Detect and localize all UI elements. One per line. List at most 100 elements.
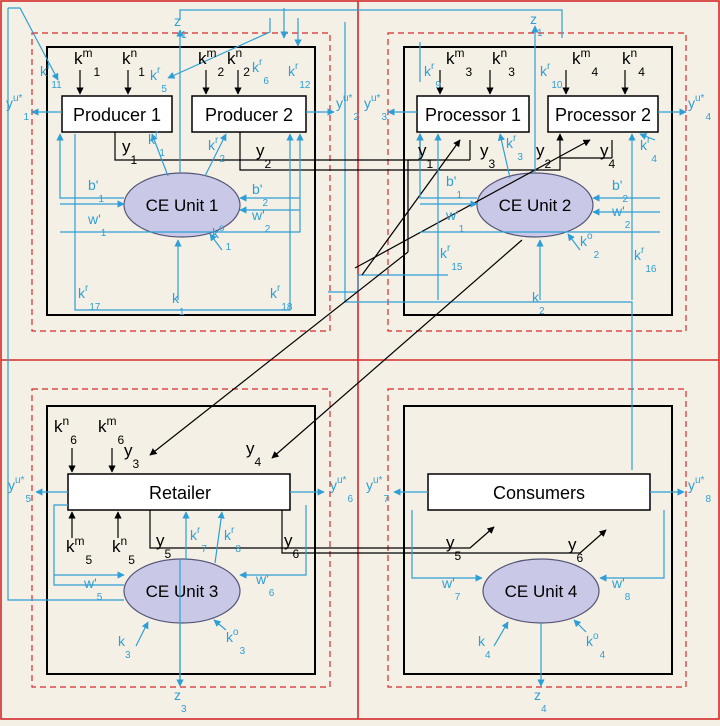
system-boundary-br <box>403 405 673 675</box>
flow-kr11 <box>8 7 59 81</box>
label-tr-b2: b'2 <box>612 177 628 205</box>
label-tr-kr4: kr4 <box>640 135 657 165</box>
label-tl-kr18: kr18 <box>270 283 293 313</box>
label-br-z4: z4 <box>534 687 547 715</box>
label-tr-kn3: kn3 <box>492 46 515 79</box>
label-tl-b1: b'1 <box>88 177 104 205</box>
label-br-yu8: yu*8 <box>688 475 711 505</box>
consumers-label: Consumers <box>493 483 585 503</box>
flow-kr5 <box>167 18 271 79</box>
label-tr-y1: y1 <box>418 141 434 171</box>
label-tl-kr2: kr2 <box>208 135 225 165</box>
label-tl-b2: b'2 <box>252 181 268 209</box>
label-tl-kr17: kr17 <box>78 283 101 313</box>
label-tl-km1: km1 <box>74 46 101 79</box>
label-tr-kr16: kr16 <box>634 245 657 275</box>
producer-2-label: Producer 2 <box>205 105 293 125</box>
label-tr-w2: w'2 <box>611 203 631 231</box>
processor-1-box[interactable] <box>416 95 530 133</box>
processor-2-box[interactable] <box>547 95 659 133</box>
label-br-y6: y6 <box>568 535 584 565</box>
label-tr-yu4: yu*4 <box>688 93 711 123</box>
label-tl-kr12: kr12 <box>288 61 311 91</box>
label-bl-ko3: ko3 <box>226 627 246 657</box>
tr-blue-arrows <box>387 25 687 300</box>
dashed-boundaries <box>31 32 687 688</box>
label-bl-km6: km6 <box>98 414 125 447</box>
label-bl-y6: y6 <box>284 531 300 561</box>
label-br-w7: w'7 <box>441 575 461 603</box>
producer-2-box[interactable] <box>191 95 307 133</box>
system-boundary-tl <box>46 46 316 316</box>
dashed-boundary-tl <box>31 32 331 332</box>
label-br-yu7: yu*7 <box>366 475 389 505</box>
system-boundaries <box>46 46 673 675</box>
ce-unit-2-label: CE Unit 2 <box>499 196 572 215</box>
label-tr-km3: km3 <box>446 46 473 79</box>
label-tl-kn1: kn1 <box>122 46 145 79</box>
label-tr-kn4: kn4 <box>622 46 645 79</box>
label-br-k4: k4 <box>478 633 491 661</box>
ce-unit-1-label: CE Unit 1 <box>146 196 219 215</box>
label-tl-yu2: yu*2 <box>336 93 359 123</box>
flow-consumers-to-top <box>344 22 633 470</box>
dashed-boundary-tr <box>387 32 687 332</box>
label-tl-kr11: kr11 <box>40 61 62 91</box>
label-bl-kr7: kr7 <box>190 525 207 555</box>
label-bl-z3: z3 <box>174 687 187 715</box>
label-bl-y4: y4 <box>246 439 262 469</box>
flow-z1-top <box>179 9 563 38</box>
label-bl-yu6: yu*6 <box>330 475 353 505</box>
label-bl-kn6: kn6 <box>54 414 77 447</box>
label-tr-ko2: ko2 <box>580 231 600 261</box>
label-bl-kr8: kr8 <box>224 525 241 555</box>
label-tl-w1: w'1 <box>87 211 107 239</box>
label-tl-k1: k1 <box>172 290 185 318</box>
bl-black-arrows <box>68 448 607 554</box>
label-tr-kr3: kr3 <box>506 133 523 163</box>
label-tl-kr6: kr6 <box>252 57 269 87</box>
label-tr-y2: y2 <box>536 141 552 171</box>
label-tr-km4: km4 <box>572 46 599 79</box>
tr-black-arrows <box>149 70 629 456</box>
label-tl-kr1: kr1 <box>148 129 165 159</box>
label-tl-y2: y2 <box>256 141 272 171</box>
label-bl-w5: w'5 <box>83 575 103 603</box>
label-tl-ko1: ko1 <box>212 223 232 253</box>
label-bl-y5: y5 <box>156 531 172 561</box>
label-tl-kn2: kn2 <box>227 46 250 79</box>
label-tl-kr5: kr5 <box>150 65 167 95</box>
flow-ce3-to-producers <box>7 8 124 601</box>
label-tr-b1: b'1 <box>446 173 462 201</box>
label-tl-y1: y1 <box>122 137 138 167</box>
ce-unit-3-label: CE Unit 3 <box>146 582 219 601</box>
dashed-boundary-br <box>387 388 687 688</box>
quadrant-processors: Processor 1 Processor 2 CE Unit 2 <box>149 25 687 459</box>
dashed-boundary-bl <box>31 388 331 688</box>
tl-black-arrows <box>76 70 525 171</box>
label-br-ko4: ko4 <box>586 631 606 661</box>
label-tl-km2: km2 <box>198 46 225 79</box>
producer-1-box[interactable] <box>61 95 173 133</box>
label-bl-y3: y3 <box>124 441 140 471</box>
label-bl-kn5: kn5 <box>112 534 135 567</box>
retailer-box[interactable] <box>67 473 291 511</box>
processor-1-label: Processor 1 <box>425 105 521 125</box>
system-boundary-tr <box>403 46 673 316</box>
label-bl-yu5: yu*5 <box>8 475 31 505</box>
label-bl-km5: km5 <box>66 534 93 567</box>
label-tr-k2: k2 <box>532 289 545 317</box>
ce-unit-3[interactable] <box>123 558 241 624</box>
label-bl-w6: w'6 <box>255 571 275 599</box>
quadrant-consumers: Consumers CE Unit 4 <box>393 473 685 687</box>
ce-unit-4-label: CE Unit 4 <box>505 582 578 601</box>
br-blue-arrows <box>393 488 685 687</box>
bl-blue-arrows <box>35 488 325 687</box>
label-tr-yu3: yu*3 <box>364 93 387 123</box>
producer-1-label: Producer 1 <box>73 105 161 125</box>
label-tr-w1: w'1 <box>445 207 465 235</box>
